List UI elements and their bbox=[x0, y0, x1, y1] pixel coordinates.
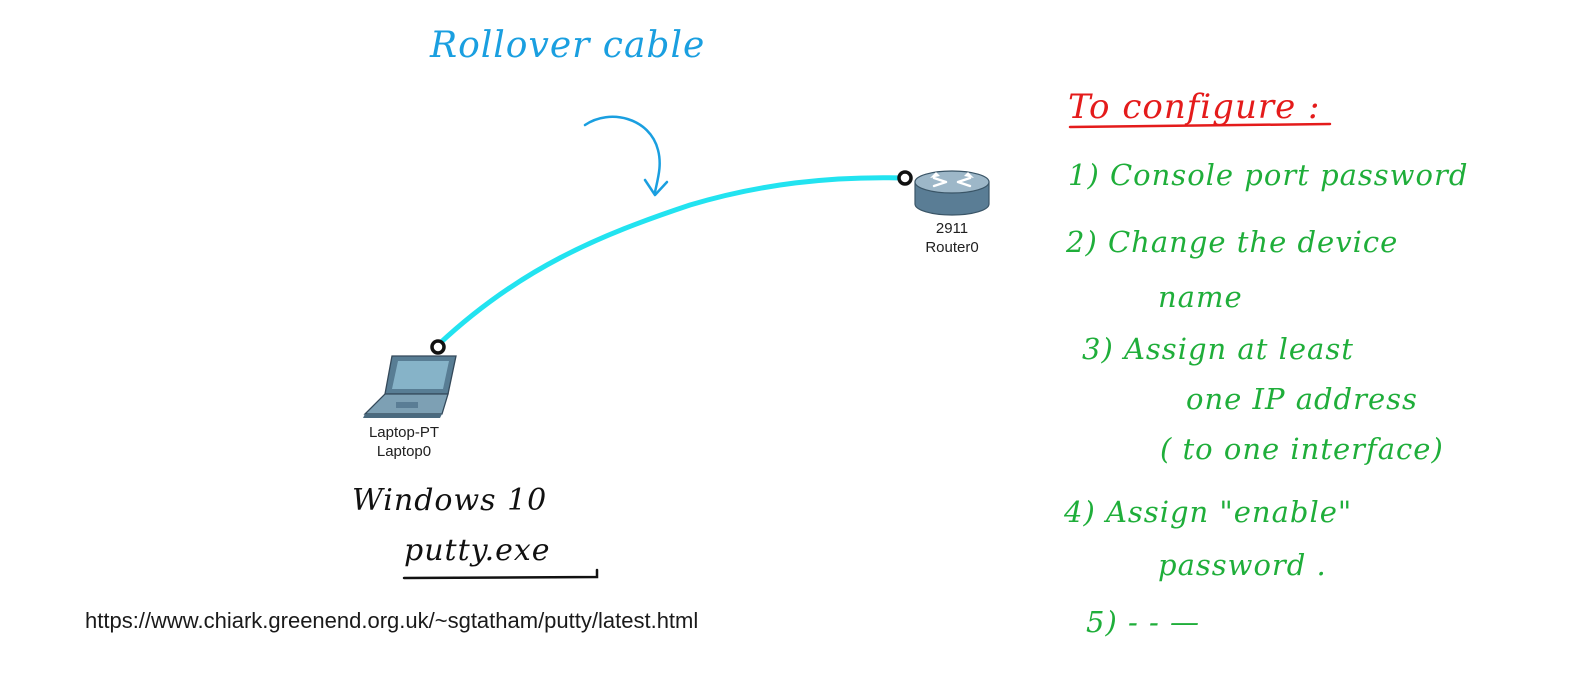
todo-item-5: 5) - - — bbox=[1086, 605, 1201, 639]
laptop-port-endpoint bbox=[430, 339, 446, 355]
rollover-cable[interactable] bbox=[435, 175, 908, 348]
cable-annotation: Rollover cable bbox=[430, 25, 706, 66]
todo-item-4-cont: password . bbox=[1158, 548, 1327, 582]
router-label: 2911 Router0 bbox=[912, 219, 992, 257]
laptop-label: Laptop-PT Laptop0 bbox=[362, 423, 446, 461]
todo-item-3-cont2: ( to one interface) bbox=[1160, 432, 1444, 466]
todo-title: To configure : bbox=[1068, 87, 1321, 127]
todo-item-2: 2) Change the device bbox=[1066, 225, 1399, 259]
todo-item-3-cont: one IP address bbox=[1186, 382, 1418, 416]
todo-item-4: 4) Assign "enable" bbox=[1064, 495, 1353, 529]
heading-underline bbox=[1068, 122, 1332, 129]
app-annotation: putty.exe bbox=[404, 533, 551, 568]
curved-arrow bbox=[583, 115, 661, 194]
router-name: Router0 bbox=[925, 239, 979, 256]
todo-item-2-cont: name bbox=[1158, 280, 1243, 314]
router-model: 2911 bbox=[935, 220, 969, 237]
putty-underline bbox=[402, 568, 599, 580]
laptop-icon[interactable] bbox=[363, 355, 457, 418]
laptop-name: Laptop0 bbox=[376, 443, 432, 460]
router-icon[interactable] bbox=[914, 170, 990, 216]
arrow-head bbox=[643, 178, 669, 197]
putty-download-link[interactable]: https://www.chiark.greenend.org.uk/~sgta… bbox=[85, 608, 699, 633]
laptop-model: Laptop-PT bbox=[368, 424, 440, 441]
todo-item-1: 1) Console port password bbox=[1068, 158, 1469, 192]
router-port-endpoint bbox=[897, 170, 913, 186]
os-annotation: Windows 10 bbox=[352, 483, 548, 518]
todo-item-3: 3) Assign at least bbox=[1082, 332, 1354, 366]
